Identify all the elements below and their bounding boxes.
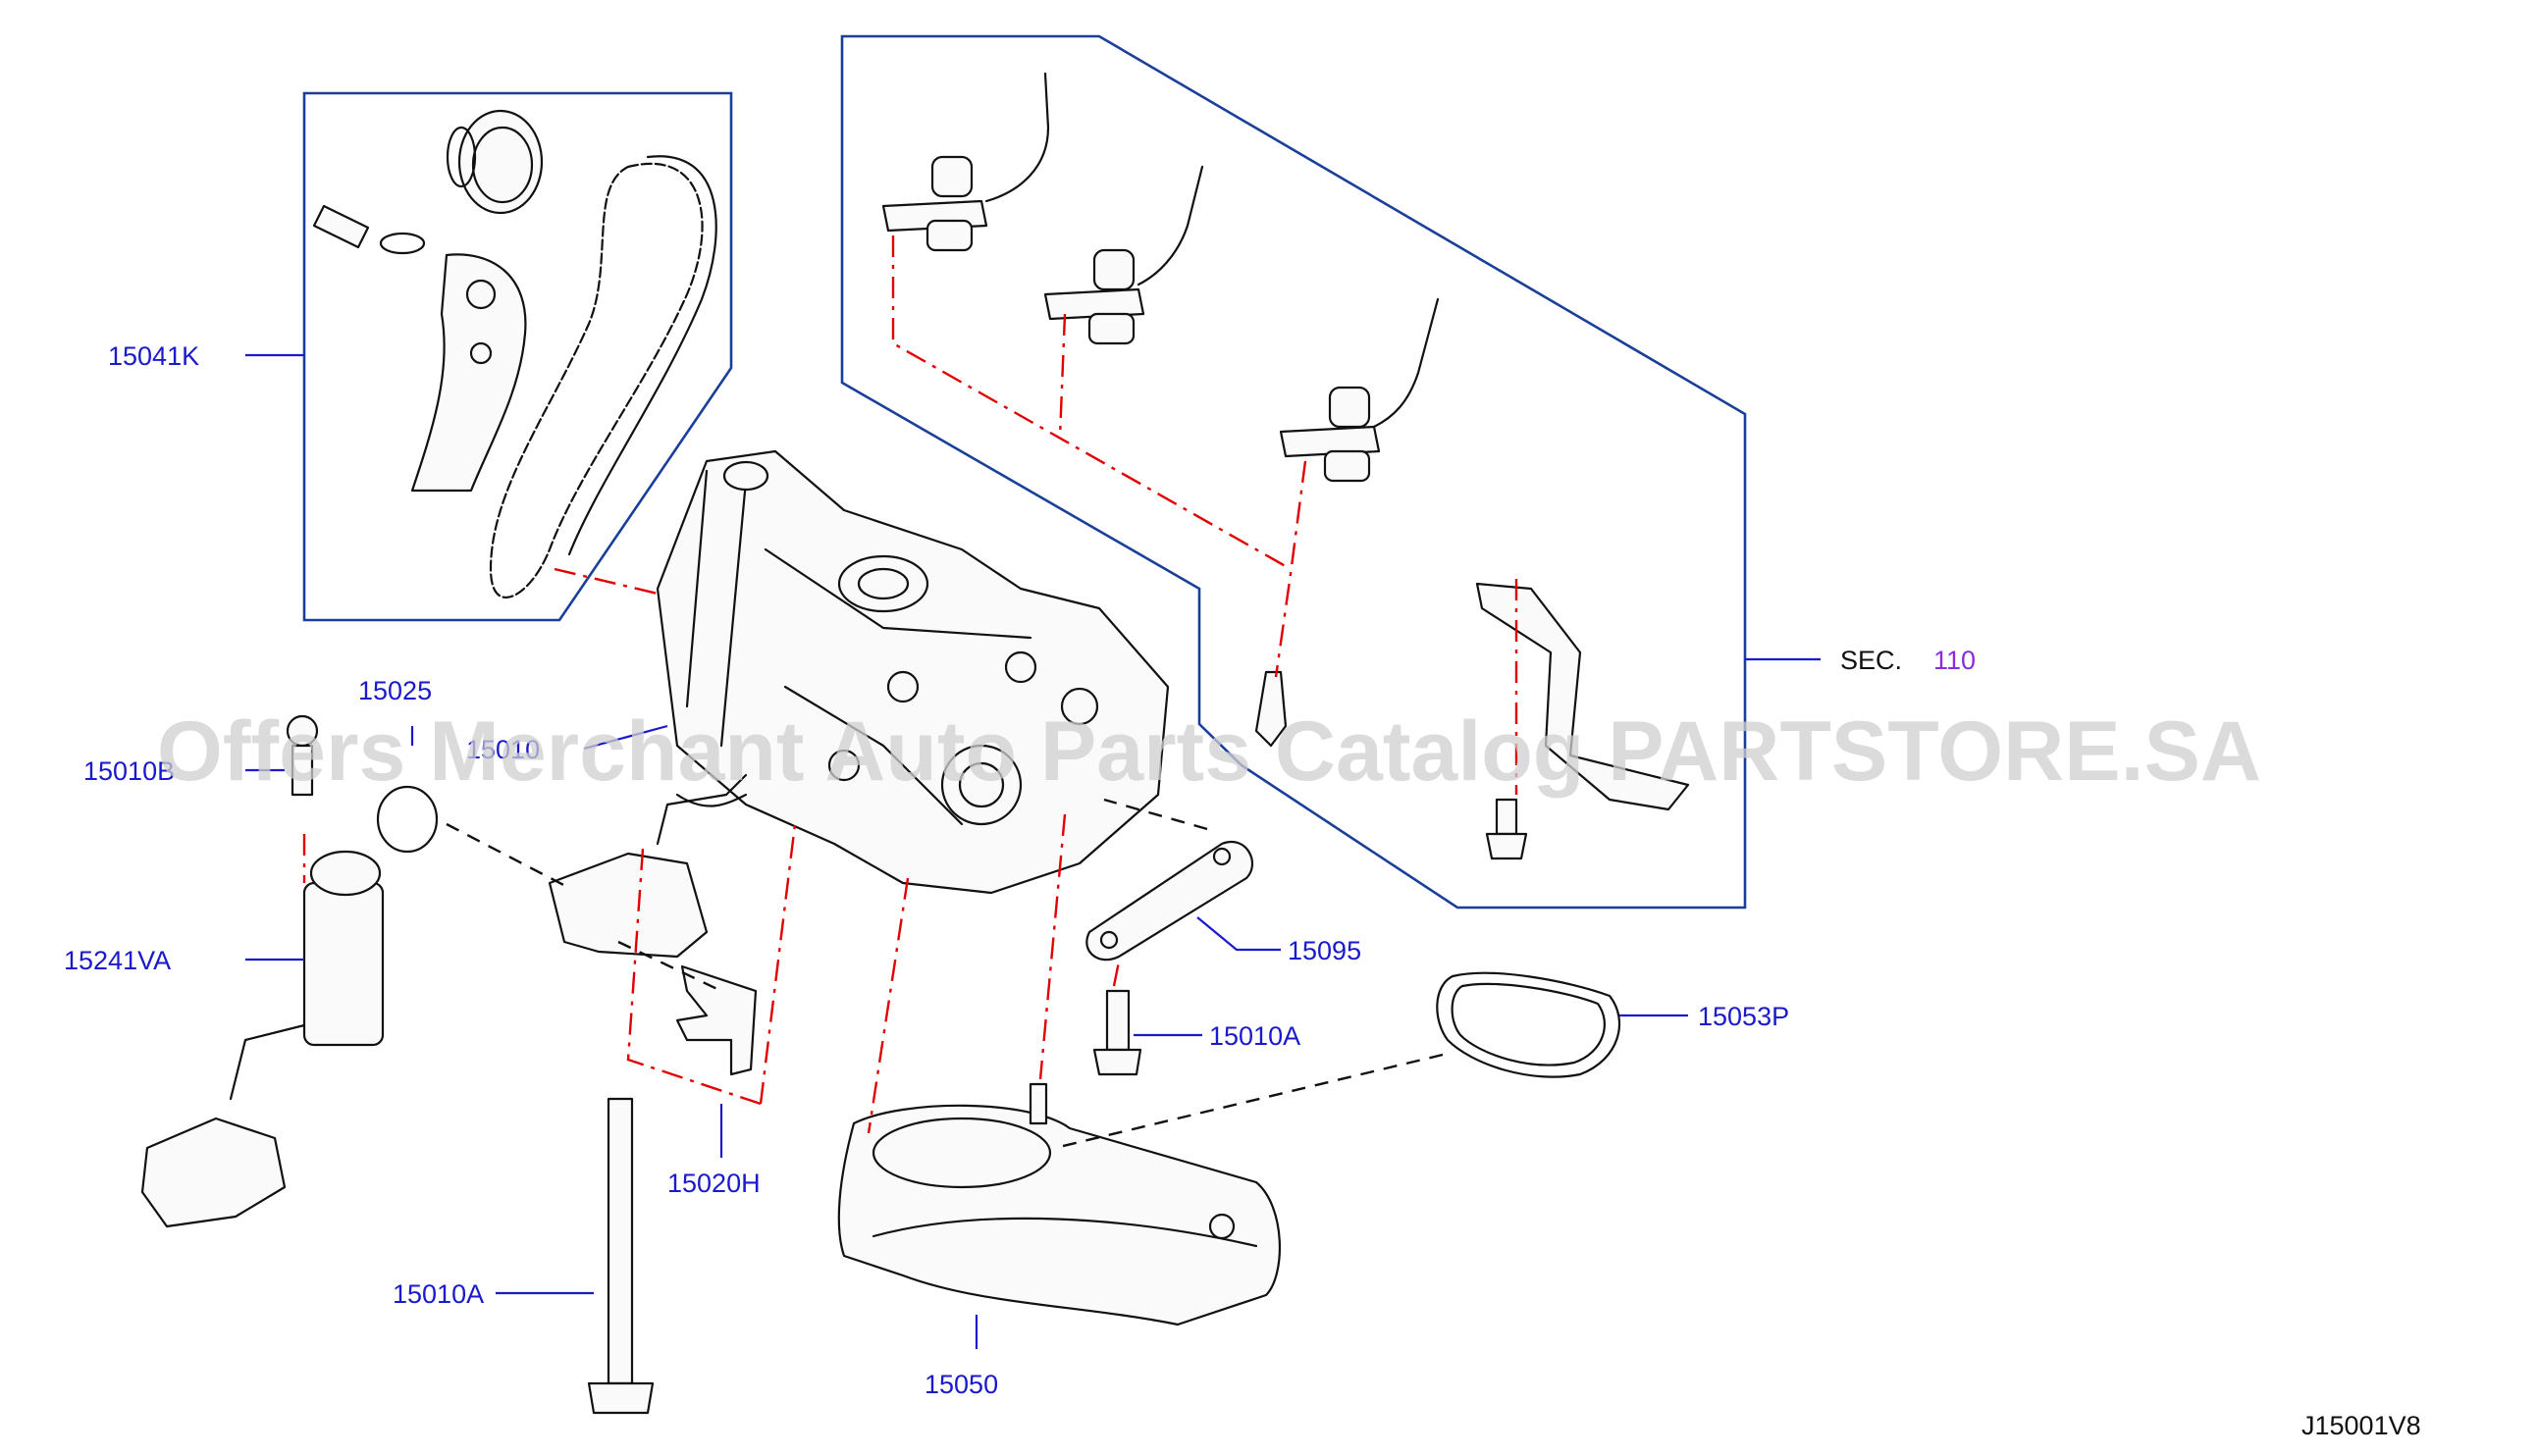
- label-15025[interactable]: 15025: [358, 676, 432, 705]
- label-15095[interactable]: 15095: [1288, 936, 1361, 965]
- label-15241VA[interactable]: 15241VA: [64, 946, 171, 975]
- bolt-illustration-15010B: [286, 714, 319, 797]
- bolt-illustration-sensor: [1485, 798, 1528, 860]
- bracket-illustration: [1475, 582, 1690, 811]
- leader-lines: [245, 353, 1821, 1349]
- label-15010A-long[interactable]: 15010A: [393, 1279, 484, 1309]
- part-labels: 15041K 15025 15010B 15010 15241VA 15020H…: [64, 341, 1976, 1399]
- oil-pump-illustration: [656, 449, 1170, 895]
- valve-on-pump-illustration: [548, 773, 748, 959]
- long-bolt-illustration: [587, 1097, 655, 1415]
- label-15020H[interactable]: 15020H: [667, 1169, 761, 1198]
- section-ref-link[interactable]: 110: [1933, 646, 1976, 675]
- solenoid-valve-illustration: [140, 850, 385, 1228]
- sensor-illustration-2: [1043, 165, 1204, 345]
- o-ring-illustration: [376, 785, 439, 854]
- diagram-code: J15001V8: [2301, 1411, 2421, 1440]
- section-ref-prefix: SEC.: [1840, 646, 1902, 675]
- label-15010[interactable]: 15010: [466, 735, 540, 764]
- label-15010B[interactable]: 15010B: [83, 756, 175, 786]
- label-15050[interactable]: 15050: [925, 1370, 998, 1399]
- alignment-lines: [302, 567, 1444, 1150]
- watermark-text: Offers Merchant Auto Parts Catalog PARTS…: [157, 704, 2261, 799]
- label-15010A-short[interactable]: 15010A: [1209, 1021, 1300, 1051]
- timing-chain-inset: [302, 91, 733, 622]
- clip-illustration: [1254, 670, 1288, 748]
- short-bolt-illustration: [1092, 989, 1142, 1076]
- plate-15095-illustration: [1085, 841, 1254, 962]
- chain-guide-illustration: [410, 253, 527, 493]
- sensor-inset: [840, 34, 1747, 910]
- label-15053P[interactable]: 15053P: [1698, 1002, 1789, 1031]
- dowel-pin-illustration: [312, 204, 426, 255]
- sensor-illustration-3: [1279, 297, 1440, 483]
- sensor-illustration-1: [881, 72, 1050, 252]
- gasket-15053P-illustration: [1436, 971, 1621, 1078]
- timing-chain-illustration: [489, 155, 717, 598]
- label-15041K[interactable]: 15041K: [108, 341, 199, 371]
- gasket-15020H-illustration: [675, 964, 758, 1076]
- oil-strainer-illustration: [837, 1082, 1281, 1326]
- sprocket-illustration: [446, 109, 544, 215]
